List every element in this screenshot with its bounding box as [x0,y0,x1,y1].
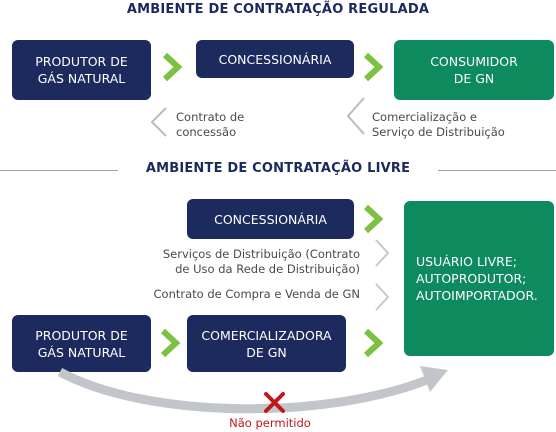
chevron-right-icon [363,328,384,358]
regulated-producer-box: PRODUTOR DE GÁS NATURAL [12,40,151,100]
connector-distribution [346,97,365,135]
free-producer-box: PRODUTOR DE GÁS NATURAL [12,315,151,372]
chevron-right-icon [363,204,384,234]
free-title: AMBIENTE DE CONTRATAÇÃO LIVRE [145,161,411,176]
free-marketer-box: COMERCIALIZADORA DE GN [187,315,346,372]
connector-distribution-services [375,239,390,267]
free-title-line-left [0,170,118,171]
free-concessionaire-box: CONCESSIONÁRIA [187,199,354,239]
connector-concession [150,107,167,137]
chevron-right-icon [363,52,384,82]
regulated-note-distribution: Comercialização e Serviço de Distribuiçã… [372,110,505,139]
forbidden-path-arrowhead [420,366,448,392]
regulated-consumer-box: CONSUMIDOR DE GN [394,40,554,100]
x-mark-icon [264,392,285,413]
connector-purchase [375,283,390,311]
free-title-line-right [438,170,556,171]
regulated-title: AMBIENTE DE CONTRATAÇÃO REGULADA [126,2,430,17]
chevron-right-icon [162,52,183,82]
free-note-purchase: Contrato de Compra e Venda de GN [153,287,360,301]
forbidden-path-arrow [57,368,434,414]
regulated-concessionaire-box: CONCESSIONÁRIA [196,40,354,78]
chevron-right-icon [160,328,181,358]
free-users-box: USUÁRIO LIVRE; AUTOPRODUTOR; AUTOIMPORTA… [404,201,554,356]
not-allowed-label: Não permitido [229,416,311,430]
free-note-distribution-services: Serviços de Distribuição (Contrato de Us… [162,247,360,276]
regulated-note-concession: Contrato de concessão [176,110,245,139]
